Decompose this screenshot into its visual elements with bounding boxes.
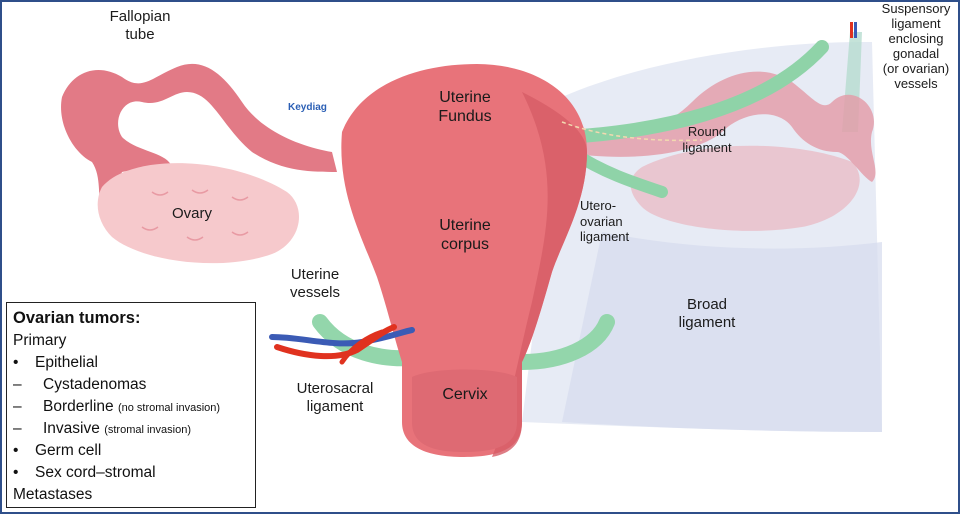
ovary-label: Ovary — [171, 205, 212, 222]
legend-item: Metastases — [13, 486, 93, 504]
cervix-shape — [412, 369, 517, 452]
right-fallopian-tube-shape — [562, 71, 876, 182]
ovarian-tumors-legend: Ovarian tumors: Primary •Epithelial –Cys… — [6, 302, 256, 508]
left-fallopian-tube-shape — [61, 63, 338, 212]
right-ovary-shape — [630, 145, 860, 231]
legend-item: •Epithelial — [13, 354, 98, 372]
legend-item: –Cystadenomas — [13, 376, 147, 394]
legend-item: –Invasive (stromal invasion) — [13, 420, 191, 438]
legend-item: •Sex cord–stromal — [13, 464, 156, 482]
legend-title: Ovarian tumors: — [13, 309, 141, 327]
legend-item: •Germ cell — [13, 442, 102, 460]
cervix-label: Cervix — [442, 386, 488, 403]
left-ovary-shape — [97, 163, 300, 264]
legend-item: Primary — [13, 332, 67, 350]
keydiag-logo: Keydiag — [288, 102, 327, 113]
round-ligament-shape — [560, 40, 829, 144]
suspensory-ligament-label: Suspensory ligament enclosing gonadal (o… — [881, 1, 951, 91]
legend-item: –Borderline (no stromal invasion) — [13, 398, 221, 416]
uterus-shape — [341, 64, 587, 457]
